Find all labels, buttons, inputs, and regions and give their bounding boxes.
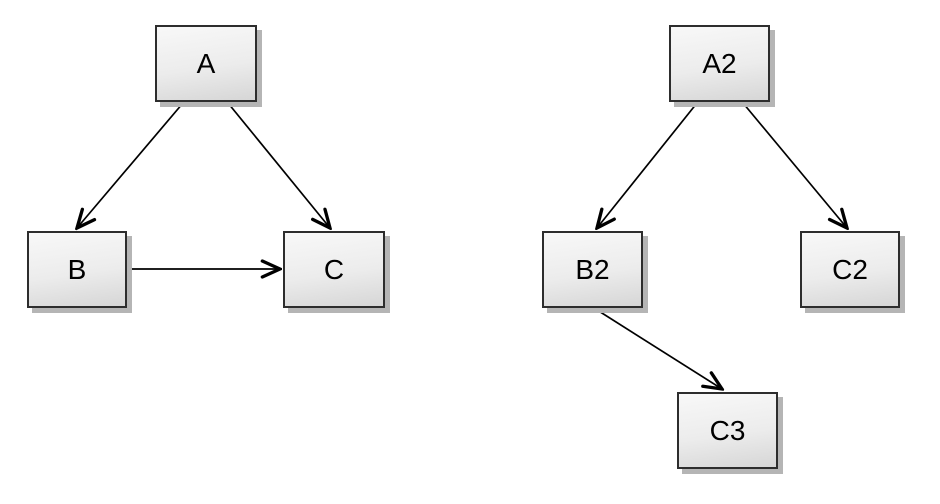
edge-a2-b2 xyxy=(597,102,698,228)
edge-b2-c3 xyxy=(593,307,722,389)
node-c-label: C xyxy=(323,253,345,285)
node-c[interactable]: C xyxy=(283,231,385,308)
node-b-label: B xyxy=(67,253,87,285)
edge-a-c xyxy=(227,102,330,228)
node-c2[interactable]: C2 xyxy=(800,231,900,308)
node-b2[interactable]: B2 xyxy=(542,231,643,308)
node-a-label: A xyxy=(196,47,216,79)
edge-a-b xyxy=(77,102,184,228)
node-a2[interactable]: A2 xyxy=(669,25,770,102)
edge-a2-c2 xyxy=(742,102,847,228)
node-a2-label: A2 xyxy=(702,47,737,79)
node-c3[interactable]: C3 xyxy=(677,392,778,469)
node-a[interactable]: A xyxy=(155,25,257,102)
node-c2-label: C2 xyxy=(832,253,868,285)
node-b[interactable]: B xyxy=(27,231,127,308)
node-c3-label: C3 xyxy=(709,414,746,446)
node-b2-label: B2 xyxy=(575,253,610,285)
